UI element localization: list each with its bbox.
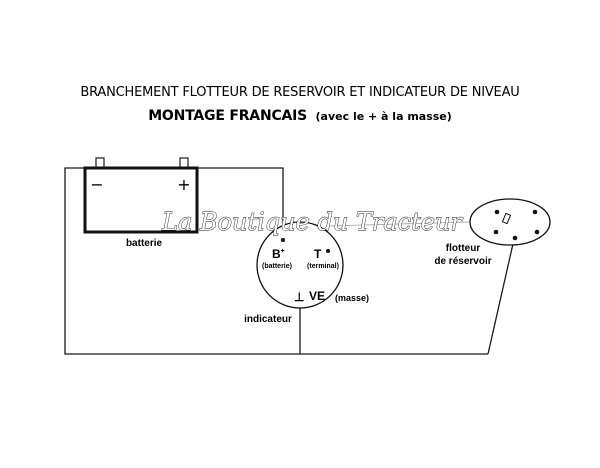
gauge-terminal-t-dot	[326, 249, 330, 253]
battery-minus-sign: −	[90, 175, 103, 194]
float-screw-icon	[534, 229, 540, 235]
gauge-terminal-ve: VE	[309, 289, 325, 303]
battery-body	[83, 166, 199, 234]
gauge-body	[256, 221, 344, 309]
gauge-terminal-t-note: (terminal)	[307, 263, 339, 270]
float-terminal-icon	[501, 212, 512, 225]
float-screw-icon	[532, 209, 538, 215]
ground-wire-battery	[64, 167, 300, 355]
wire-float-ground	[487, 234, 516, 355]
gauge-terminal-ve-note: (masse)	[335, 293, 369, 303]
float-screw-icon	[493, 229, 499, 235]
ground-symbol-icon: ⊥	[294, 290, 304, 304]
gauge-terminal-b: B+	[272, 247, 285, 261]
float-screw-icon	[512, 235, 518, 241]
diagram-title: BRANCHEMENT FLOTTEUR DE RESERVOIR ET IND…	[80, 85, 519, 100]
watermark-logo: La Boutique du Tracteur	[161, 208, 463, 236]
gauge-terminal-b-dot	[281, 238, 285, 242]
battery-label: batterie	[126, 238, 163, 249]
gauge: B+ (batterie) T (terminal) ⊥ VE (masse) …	[244, 221, 369, 325]
battery: − + batterie	[83, 157, 199, 249]
gauge-terminal-t: T	[314, 247, 322, 261]
wire-battery-to-gauge	[184, 167, 284, 232]
diagram-subtitle: MONTAGE FRANCAIS (avec le + à la masse)	[148, 107, 452, 124]
fuel-float: flotteur de réservoir	[434, 198, 551, 267]
gauge-label: indicateur	[244, 314, 292, 325]
gauge-terminal-b-note: (batterie)	[262, 263, 292, 270]
float-label-line1: flotteur	[446, 243, 481, 254]
float-label-line2: de réservoir	[434, 256, 491, 267]
wires	[64, 167, 516, 355]
float-screw-icon	[494, 209, 500, 215]
battery-plus-sign: +	[177, 175, 190, 194]
float-body	[469, 198, 551, 246]
